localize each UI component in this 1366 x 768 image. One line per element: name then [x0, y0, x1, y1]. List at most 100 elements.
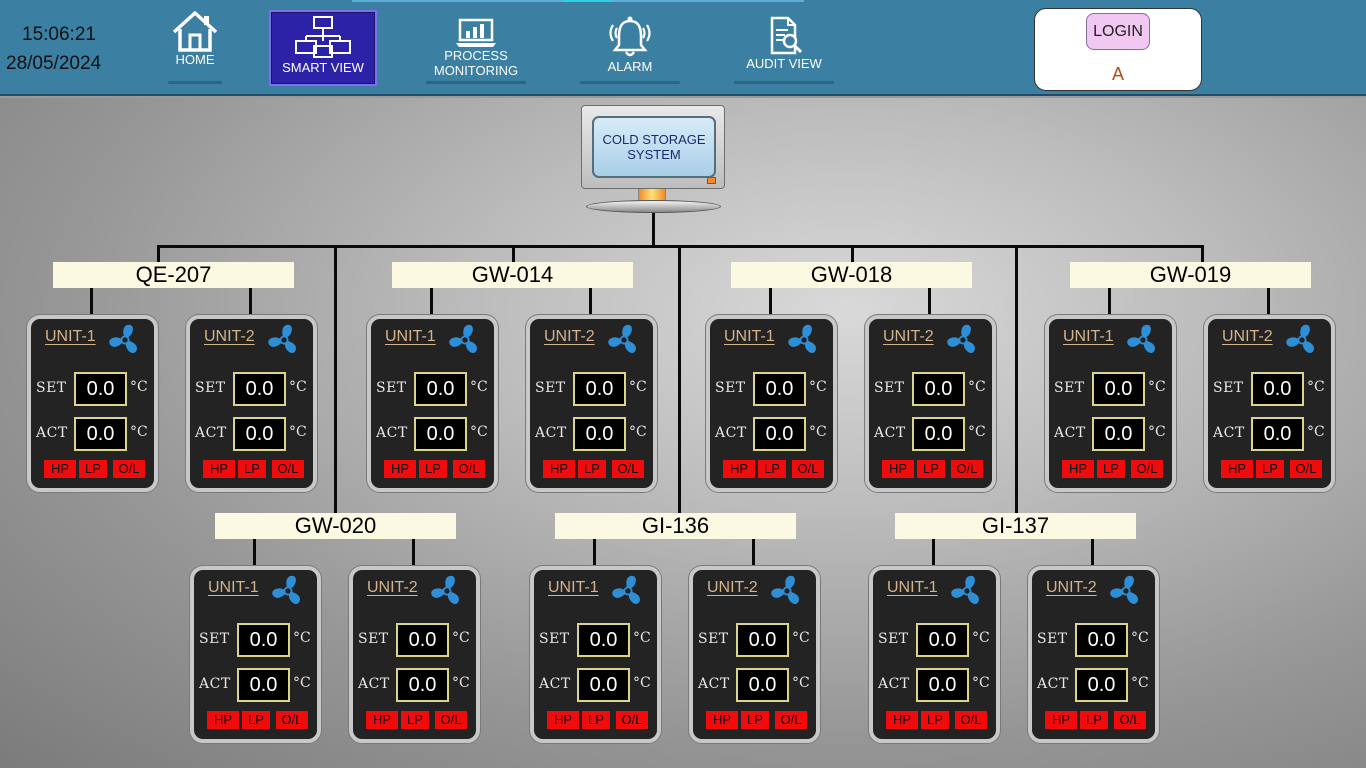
hp-alarm-indicator: HP — [882, 460, 914, 478]
unit-name[interactable]: UNIT-2 — [367, 579, 418, 596]
act-label: ACT — [36, 425, 68, 441]
degree-celsius-label: °C — [633, 675, 651, 691]
tree-connector-line — [334, 245, 337, 515]
unit-name[interactable]: UNIT-2 — [544, 328, 595, 345]
unit-connector-line — [589, 288, 592, 315]
setpoint-value[interactable]: 0.0 — [1251, 372, 1304, 406]
nav-underline — [168, 81, 222, 84]
alarm-button[interactable]: ALARM — [580, 10, 680, 86]
lp-alarm-indicator: LP — [578, 460, 606, 478]
fan-icon — [109, 324, 137, 354]
fan-icon — [788, 324, 816, 354]
tree-connector-line — [1015, 245, 1018, 515]
actual-temperature-value: 0.0 — [736, 668, 789, 702]
unit-name[interactable]: UNIT-2 — [707, 579, 758, 596]
setpoint-value[interactable]: 0.0 — [74, 372, 127, 406]
lp-alarm-indicator: LP — [419, 460, 447, 478]
fan-icon — [1127, 324, 1155, 354]
login-button[interactable]: LOGIN — [1086, 13, 1150, 50]
unit-name[interactable]: UNIT-1 — [887, 579, 938, 596]
unit-name[interactable]: UNIT-1 — [208, 579, 259, 596]
unit-name[interactable]: UNIT-1 — [45, 328, 96, 345]
setpoint-value[interactable]: 0.0 — [396, 623, 449, 657]
degree-celsius-label: °C — [452, 675, 470, 691]
unit-name[interactable]: UNIT-2 — [883, 328, 934, 345]
overload-alarm-indicator: O/L — [616, 711, 648, 729]
unit-name[interactable]: UNIT-2 — [204, 328, 255, 345]
act-label: ACT — [199, 676, 231, 692]
setpoint-value[interactable]: 0.0 — [233, 372, 286, 406]
setpoint-value[interactable]: 0.0 — [577, 623, 630, 657]
unit-connector-line — [769, 288, 772, 315]
setpoint-value[interactable]: 0.0 — [414, 372, 467, 406]
setpoint-value[interactable]: 0.0 — [237, 623, 290, 657]
home-button[interactable]: HOME — [168, 10, 222, 86]
clock-time: 15:06:21 — [22, 24, 96, 45]
system-monitor-screen: COLD STORAGE SYSTEM — [592, 116, 716, 178]
smart-view-label: SMART VIEW — [282, 60, 364, 75]
monitoring-icon — [456, 18, 496, 47]
act-label: ACT — [376, 425, 408, 441]
unit-name[interactable]: UNIT-1 — [724, 328, 775, 345]
setpoint-value[interactable]: 0.0 — [1092, 372, 1145, 406]
unit-name[interactable]: UNIT-1 — [1063, 328, 1114, 345]
hp-alarm-indicator: HP — [384, 460, 416, 478]
hp-alarm-indicator: HP — [207, 711, 239, 729]
degree-celsius-label: °C — [1307, 424, 1325, 440]
setpoint-value[interactable]: 0.0 — [1075, 623, 1128, 657]
setpoint-value[interactable]: 0.0 — [916, 623, 969, 657]
zone-label: GI-136 — [555, 513, 796, 539]
unit-name[interactable]: UNIT-1 — [548, 579, 599, 596]
setpoint-value[interactable]: 0.0 — [912, 372, 965, 406]
set-label: SET — [874, 380, 905, 396]
fan-icon — [1110, 575, 1138, 605]
setpoint-value[interactable]: 0.0 — [753, 372, 806, 406]
set-label: SET — [1054, 380, 1085, 396]
fan-icon — [608, 324, 636, 354]
unit-connector-line — [430, 288, 433, 315]
set-label: SET — [195, 380, 226, 396]
actual-temperature-value: 0.0 — [237, 668, 290, 702]
overload-alarm-indicator: O/L — [113, 460, 145, 478]
system-monitor[interactable]: COLD STORAGE SYSTEM — [581, 105, 725, 189]
hp-alarm-indicator: HP — [543, 460, 575, 478]
set-label: SET — [698, 631, 729, 647]
degree-celsius-label: °C — [130, 424, 148, 440]
degree-celsius-label: °C — [470, 379, 488, 395]
unit-connector-line — [1267, 288, 1270, 315]
unit-name[interactable]: UNIT-1 — [385, 328, 436, 345]
hp-alarm-indicator: HP — [44, 460, 76, 478]
set-label: SET — [358, 631, 389, 647]
zone-label: GW-014 — [392, 262, 633, 288]
set-label: SET — [878, 631, 909, 647]
act-label: ACT — [698, 676, 730, 692]
audit-view-button[interactable]: AUDIT VIEW — [734, 10, 834, 86]
process-monitoring-button[interactable]: PROCESS MONITORING — [426, 10, 526, 86]
process-monitoring-label-line2: MONITORING — [433, 63, 519, 78]
setpoint-value[interactable]: 0.0 — [573, 372, 626, 406]
header-accent-highlight — [563, 0, 611, 2]
fan-icon — [771, 575, 799, 605]
degree-celsius-label: °C — [293, 630, 311, 646]
unit-connector-line — [1091, 539, 1094, 566]
tree-connector-line — [652, 213, 655, 247]
unit-name[interactable]: UNIT-2 — [1046, 579, 1097, 596]
alarm-bell-icon — [609, 16, 651, 57]
smart-view-button[interactable]: SMART VIEW — [269, 10, 377, 86]
setpoint-value[interactable]: 0.0 — [736, 623, 789, 657]
unit-name[interactable]: UNIT-2 — [1222, 328, 1273, 345]
